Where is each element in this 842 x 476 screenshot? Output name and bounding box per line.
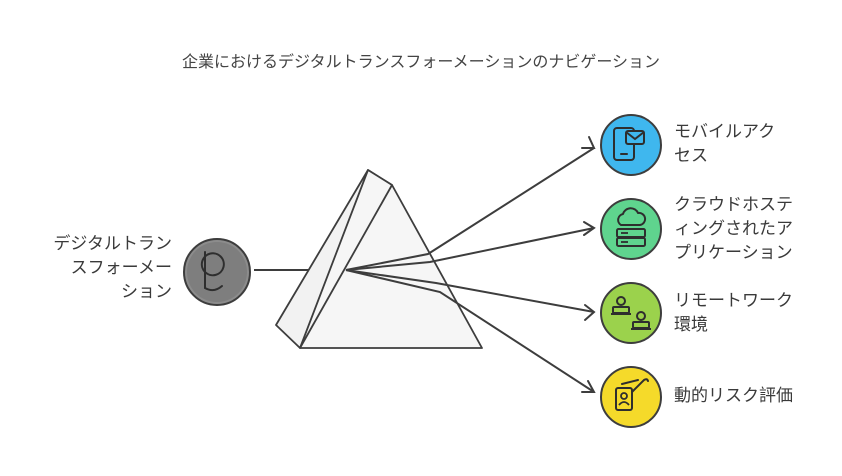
source-label: デジタルトラン スフォーメー ション	[53, 234, 172, 302]
output-label-remote: リモートワーク 環境	[674, 291, 793, 335]
arrowhead-mobile	[581, 136, 596, 149]
arrowhead-remote	[584, 304, 596, 321]
output-label-cloud: クラウドホステ ィングされたア プリケーション	[674, 195, 793, 263]
output-label-mobile: モバイルアク セス	[674, 122, 776, 166]
digital-transformation-icon	[183, 238, 251, 306]
beam-mobile	[345, 147, 595, 271]
cloud-server-icon	[600, 198, 662, 260]
beam-risk	[345, 269, 595, 393]
mobile-icon	[600, 114, 662, 176]
beam-remote	[345, 269, 595, 313]
remote-work-icon	[600, 282, 662, 344]
output-label-risk: 動的リスク評価	[674, 386, 793, 406]
diagram-title: 企業におけるデジタルトランスフォーメーションのナビゲーション	[181, 52, 661, 71]
risk-assessment-icon	[600, 366, 662, 428]
prism	[275, 169, 483, 349]
beam-cloud	[345, 227, 595, 271]
arrowhead-cloud	[583, 221, 596, 236]
arrowhead-risk	[581, 380, 596, 393]
